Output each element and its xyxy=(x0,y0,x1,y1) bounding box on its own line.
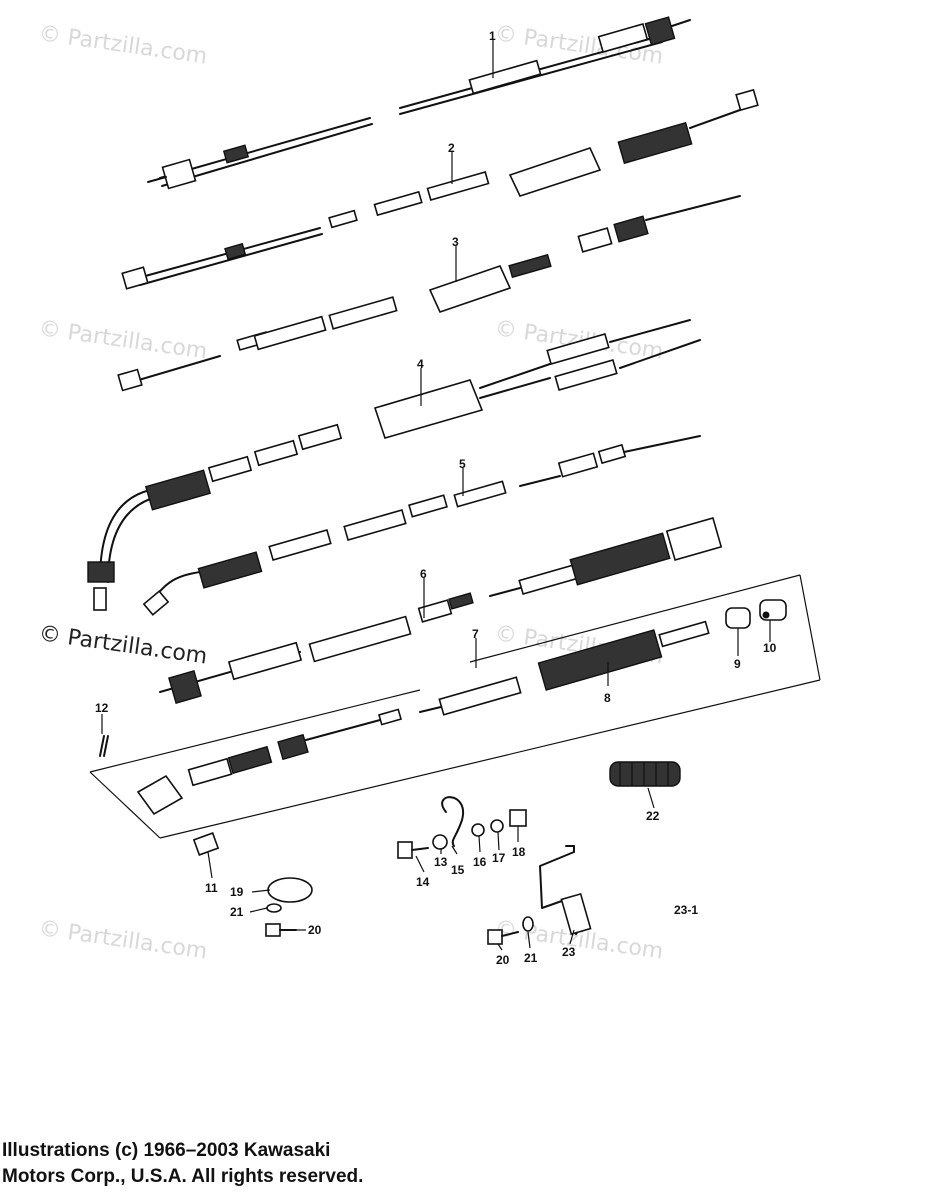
callout-15: 15 xyxy=(451,863,465,877)
part-20-screw-a[interactable] xyxy=(265,923,297,937)
watermark-3: © Partzilla.com xyxy=(37,316,209,364)
callout-3: 3 xyxy=(452,235,459,249)
callout-2: 2 xyxy=(448,141,455,155)
callout-22: 22 xyxy=(646,809,660,823)
part-2-cable[interactable] xyxy=(121,88,759,290)
callout-8: 8 xyxy=(604,691,611,705)
part-16-washer[interactable] xyxy=(471,823,485,837)
callout-20a: 20 xyxy=(308,923,322,937)
part-23-bracket[interactable] xyxy=(539,845,592,936)
part-20-bolt-b[interactable] xyxy=(487,929,519,945)
callout-17: 17 xyxy=(492,851,506,865)
watermark-4: © Partzilla.com xyxy=(493,316,665,364)
callout-6: 6 xyxy=(420,567,427,581)
callout-21a: 21 xyxy=(230,905,244,919)
watermark-7: © Partzilla.com xyxy=(37,916,209,964)
part-19-o-ring[interactable] xyxy=(267,877,313,903)
copyright-line-1: Illustrations (c) 1966–2003 Kawasaki xyxy=(2,1140,331,1161)
callout-12: 12 xyxy=(95,701,109,715)
watermark-5: © Partzilla.com xyxy=(37,621,209,669)
callout-11: 11 xyxy=(205,881,218,895)
callout-23: 23 xyxy=(562,945,576,959)
callout-16: 16 xyxy=(473,855,487,869)
callout-4: 4 xyxy=(417,357,424,371)
figure-code: 23-1 xyxy=(674,903,698,917)
callout-1: 1 xyxy=(489,29,496,43)
watermark-1: © Partzilla.com xyxy=(37,21,209,69)
part-10-cable-end[interactable] xyxy=(759,599,787,621)
part-7-group-box xyxy=(89,574,821,839)
part-3-cable[interactable] xyxy=(117,195,741,392)
callout-18: 18 xyxy=(512,845,526,859)
part-21-washer-a[interactable] xyxy=(266,903,282,913)
part-12-cotter-pin[interactable] xyxy=(99,735,109,757)
callout-20b: 20 xyxy=(496,953,510,967)
leader-lines xyxy=(101,40,771,951)
callout-21b: 21 xyxy=(524,951,538,965)
part-22-spring[interactable] xyxy=(609,761,681,787)
part-14-bolt[interactable] xyxy=(397,841,429,859)
part-11-pin[interactable] xyxy=(192,832,220,856)
copyright-line-2: Motors Corp., U.S.A. All rights reserved… xyxy=(2,1166,364,1187)
part-17-washer[interactable] xyxy=(490,819,504,833)
part-1-speedometer-cable[interactable] xyxy=(147,16,691,190)
callouts: 1 2 3 4 5 6 7 8 9 10 11 12 13 14 15 16 1… xyxy=(95,29,777,967)
callout-13: 13 xyxy=(434,855,448,869)
callout-14: 14 xyxy=(416,875,430,889)
part-4-throttle-cable[interactable] xyxy=(87,319,701,611)
callout-7: 7 xyxy=(472,627,479,641)
callout-19: 19 xyxy=(230,885,244,899)
part-9-cable-end[interactable] xyxy=(725,607,751,629)
part-13-washer[interactable] xyxy=(432,834,448,850)
part-7-clutch-cable[interactable] xyxy=(136,620,710,816)
part-15-circlip[interactable] xyxy=(441,796,465,847)
part-21-washer-b[interactable] xyxy=(522,916,534,932)
part-6-cable[interactable] xyxy=(159,516,723,704)
callout-5: 5 xyxy=(459,457,466,471)
callout-10: 10 xyxy=(763,641,777,655)
callout-9: 9 xyxy=(734,657,741,671)
part-5-cable[interactable] xyxy=(142,435,701,616)
part-18-nut[interactable] xyxy=(509,809,527,827)
